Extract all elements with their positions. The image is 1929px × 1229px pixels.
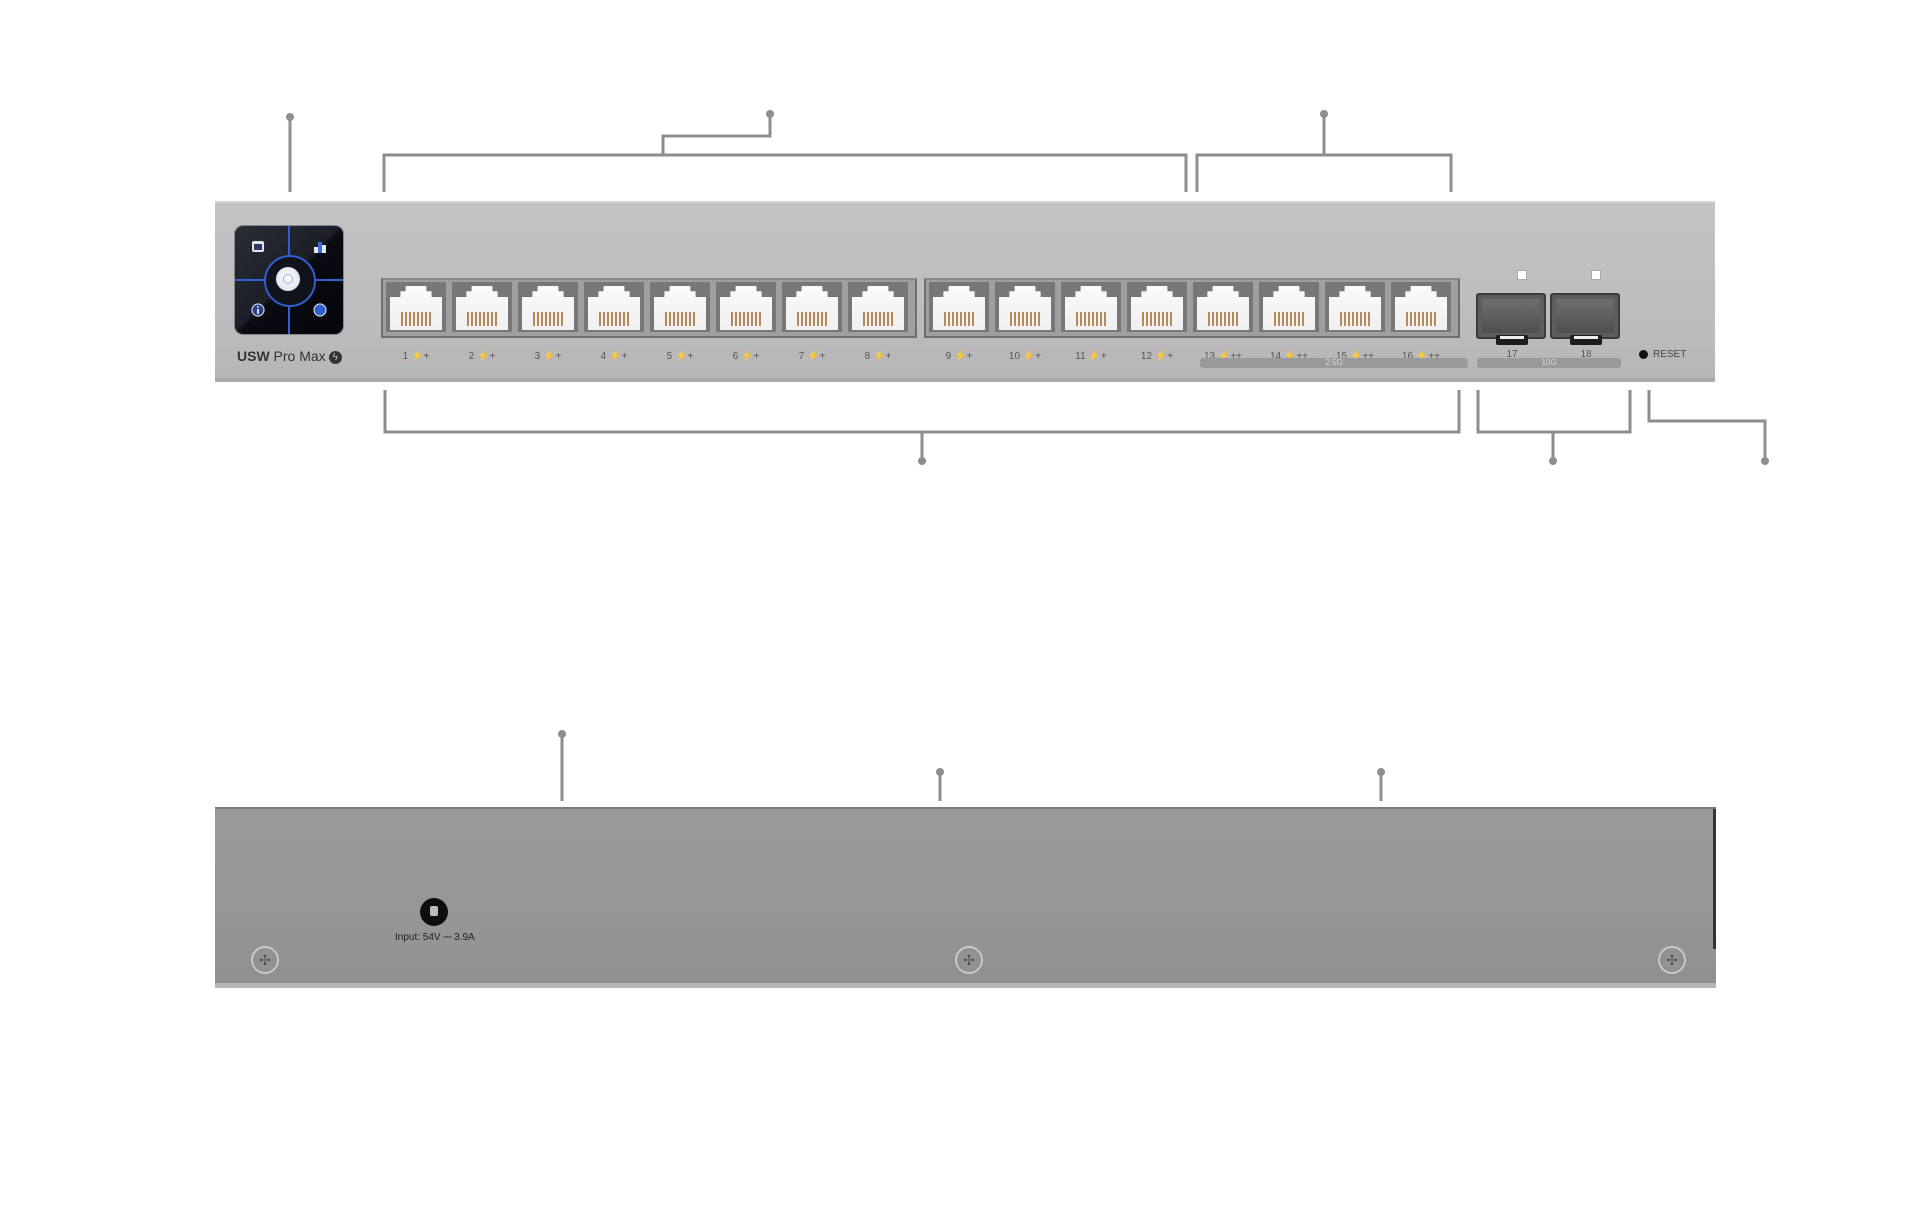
callout-ports-1-12: [382, 115, 1188, 192]
power-input-label: Input: 54V ⎓ 3.9A: [395, 932, 475, 943]
callout-dot: [1320, 110, 1328, 118]
panel-edge: [1713, 809, 1716, 949]
rj45-port-9[interactable]: [926, 280, 992, 336]
port-label-9: 9 ⚡+: [945, 351, 973, 362]
callout-dot: [936, 768, 944, 776]
rj45-port-group-1: [381, 278, 917, 338]
speed-bar-10g: 10G: [1477, 358, 1621, 368]
callout-dot: [1377, 768, 1385, 776]
callout-dot: [918, 457, 926, 465]
port-label-2: 2 ⚡+: [468, 351, 496, 362]
port-label-5: 5 ⚡+: [666, 351, 694, 362]
rj45-port-7[interactable]: [779, 280, 845, 336]
port-label-1: 1 ⚡+: [402, 351, 430, 362]
callout-dot: [1761, 457, 1769, 465]
callout-dot: [1549, 457, 1557, 465]
unifi-logo-icon: [276, 267, 300, 291]
screw-icon: ✣: [955, 946, 983, 974]
callout-ports-13-16: [1195, 116, 1453, 192]
callout-reset: [1647, 390, 1767, 459]
port-label-16: 16 ⚡++: [1401, 351, 1441, 362]
rj45-port-14[interactable]: [1256, 280, 1322, 336]
port-label-13: 13 ⚡++: [1203, 351, 1243, 362]
rj45-port-12[interactable]: [1124, 280, 1190, 336]
sfp-port-17[interactable]: [1476, 293, 1546, 345]
chart-icon: [314, 242, 326, 253]
rj45-port-8[interactable]: [845, 280, 911, 336]
port-label-14: 14 ⚡++: [1269, 351, 1309, 362]
port-label-6: 6 ⚡+: [732, 351, 760, 362]
sfp-latch: [1570, 335, 1602, 345]
port-label-10: 10 ⚡+: [1008, 351, 1042, 362]
rj45-port-2[interactable]: [449, 280, 515, 336]
rj45-port-16[interactable]: [1388, 280, 1454, 336]
poe-bolt-icon: ϟ: [328, 350, 342, 364]
speed-bar-2-5g: 2.5G: [1200, 358, 1468, 368]
rj45-port-13[interactable]: [1190, 280, 1256, 336]
callout-rj45-all: [383, 390, 1461, 459]
screw-icon: ✣: [1658, 946, 1686, 974]
model-label-rest: Pro Max: [269, 348, 326, 364]
callout-dot: [286, 113, 294, 121]
rj45-port-11[interactable]: [1058, 280, 1124, 336]
callout-sfp: [1476, 390, 1632, 459]
sfp-port-18[interactable]: [1550, 293, 1620, 345]
reset-hole-icon: [1639, 349, 1648, 359]
rj45-port-6[interactable]: [713, 280, 779, 336]
sfp-label-18: 18: [1580, 349, 1592, 360]
sfp-label-17: 17: [1506, 349, 1518, 360]
rj45-port-10[interactable]: [992, 280, 1058, 336]
port-label-8: 8 ⚡+: [864, 351, 892, 362]
callout-dot: [766, 110, 774, 118]
rj45-port-3[interactable]: [515, 280, 581, 336]
reset-label: RESET: [1653, 349, 1687, 360]
port-label-3: 3 ⚡+: [534, 351, 562, 362]
rj45-port-15[interactable]: [1322, 280, 1388, 336]
port-icon: [252, 241, 264, 252]
dc-power-jack[interactable]: [420, 898, 448, 926]
sfp-led-17: [1517, 270, 1527, 280]
port-label-12: 12 ⚡+: [1140, 351, 1174, 362]
sfp-latch: [1496, 335, 1528, 345]
info-icon: [251, 303, 265, 317]
callout-dot: [558, 730, 566, 738]
back-panel: Input: 54V ⎓ 3.9A ✣ ✣ ✣: [215, 807, 1716, 988]
globe-icon: [313, 303, 327, 317]
rj45-port-4[interactable]: [581, 280, 647, 336]
reset-button[interactable]: RESET: [1639, 349, 1686, 360]
touch-display[interactable]: [235, 226, 343, 334]
screw-icon: ✣: [251, 946, 279, 974]
sfp-led-18: [1591, 270, 1601, 280]
port-label-4: 4 ⚡+: [600, 351, 628, 362]
model-label-bold: USW: [237, 348, 270, 364]
port-label-7: 7 ⚡+: [798, 351, 826, 362]
rj45-port-5[interactable]: [647, 280, 713, 336]
port-label-11: 11 ⚡+: [1075, 351, 1107, 362]
rj45-port-1[interactable]: [383, 280, 449, 336]
port-label-15: 15 ⚡++: [1335, 351, 1375, 362]
rj45-port-group-2: [924, 278, 1460, 338]
